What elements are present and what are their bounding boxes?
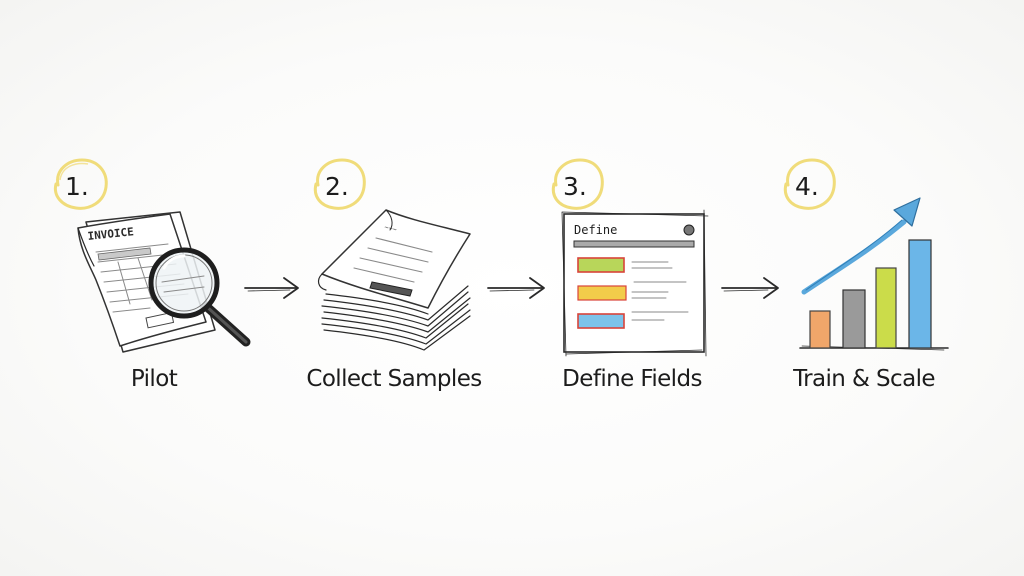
arrow-2-to-3-icon — [487, 277, 545, 299]
invoice-title: INVOICE — [87, 225, 134, 243]
form-title: Define — [574, 223, 617, 237]
document-stack-icon: ~~~ — [317, 209, 471, 351]
arrow-3-to-4-icon — [721, 277, 779, 299]
bar-2 — [842, 289, 866, 349]
step-1-label: Pilot — [130, 366, 178, 392]
step-1-number-badge: 1. — [53, 158, 108, 210]
step-2-number: 2. — [325, 172, 349, 201]
growth-chart-icon — [799, 197, 949, 351]
step-2-label: Collect Samples — [306, 366, 482, 392]
step-2-number-badge: 2. — [313, 158, 366, 210]
step-4-label: Train & Scale — [793, 366, 935, 392]
step-1-number: 1. — [65, 172, 89, 201]
step-3-label: Define Fields — [562, 366, 702, 392]
step-3-number-badge: 3. — [551, 158, 604, 210]
invoice-magnifier-icon: INVOICE — [77, 211, 251, 353]
bar-1 — [809, 310, 831, 349]
step-4-number: 4. — [795, 172, 819, 201]
bar-3 — [875, 267, 897, 349]
bar-4 — [908, 239, 932, 349]
form-fields-icon: Define — [561, 209, 709, 357]
arrow-1-to-2-icon — [244, 277, 299, 299]
step-3-number: 3. — [563, 172, 587, 201]
step-4-number-badge: 4. — [783, 158, 836, 210]
